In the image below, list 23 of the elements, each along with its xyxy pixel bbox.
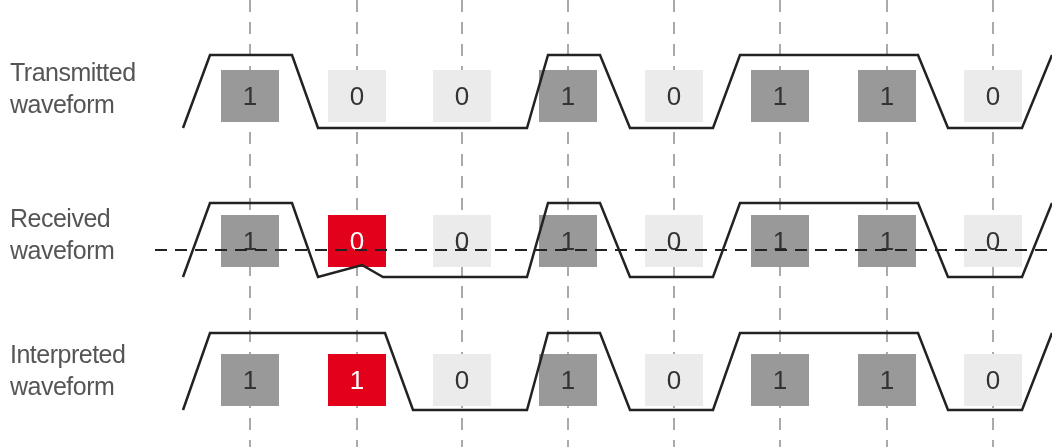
- bit-box: 0: [328, 215, 386, 267]
- bit-box: 1: [328, 354, 386, 406]
- bit-box: 1: [221, 215, 279, 267]
- row-label: Transmitted waveform: [10, 57, 137, 120]
- row-label: Received waveform: [10, 203, 116, 266]
- bit-box: 1: [858, 70, 916, 122]
- bit-box: 0: [645, 215, 703, 267]
- bit-box: 1: [539, 354, 597, 406]
- row-label: Interpreted waveform: [10, 339, 127, 402]
- bit-box: 0: [964, 215, 1022, 267]
- bit-box: 1: [221, 70, 279, 122]
- bit-box: 0: [328, 70, 386, 122]
- bit-box: 0: [645, 70, 703, 122]
- bit-box: 0: [433, 354, 491, 406]
- bit-box: 0: [433, 70, 491, 122]
- bit-box: 0: [964, 70, 1022, 122]
- bit-box: 1: [751, 354, 809, 406]
- bit-box: 1: [539, 70, 597, 122]
- bit-box: 1: [858, 354, 916, 406]
- bit-box: 0: [645, 354, 703, 406]
- bit-box: 1: [751, 70, 809, 122]
- bit-box: 1: [221, 354, 279, 406]
- bit-box: 0: [964, 354, 1022, 406]
